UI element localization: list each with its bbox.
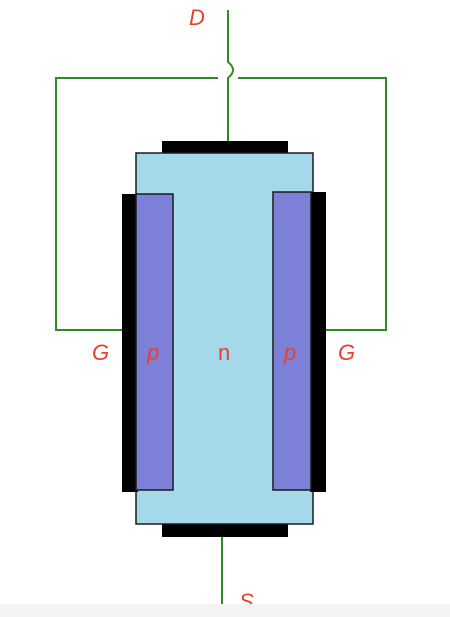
gate-label-left: G: [92, 340, 109, 365]
gate-wire-right: [238, 77, 387, 331]
p-region-right: [272, 191, 312, 491]
drain-contact: [162, 141, 288, 154]
source-contact: [162, 524, 288, 537]
p-region-left-label: p: [146, 340, 159, 365]
n-channel-label: n: [218, 340, 230, 365]
gate-contact-right: [310, 192, 326, 492]
bottom-strip: [0, 604, 450, 617]
gate-contact-left: [122, 194, 138, 492]
drain-wire: [227, 10, 234, 142]
gate-wire-left: [55, 77, 218, 331]
gate-label-right: G: [338, 340, 355, 365]
drain-label: D: [189, 5, 205, 30]
p-region-left: [135, 193, 174, 491]
gate-wiring: [55, 10, 387, 607]
p-region-right-label: p: [283, 340, 296, 365]
